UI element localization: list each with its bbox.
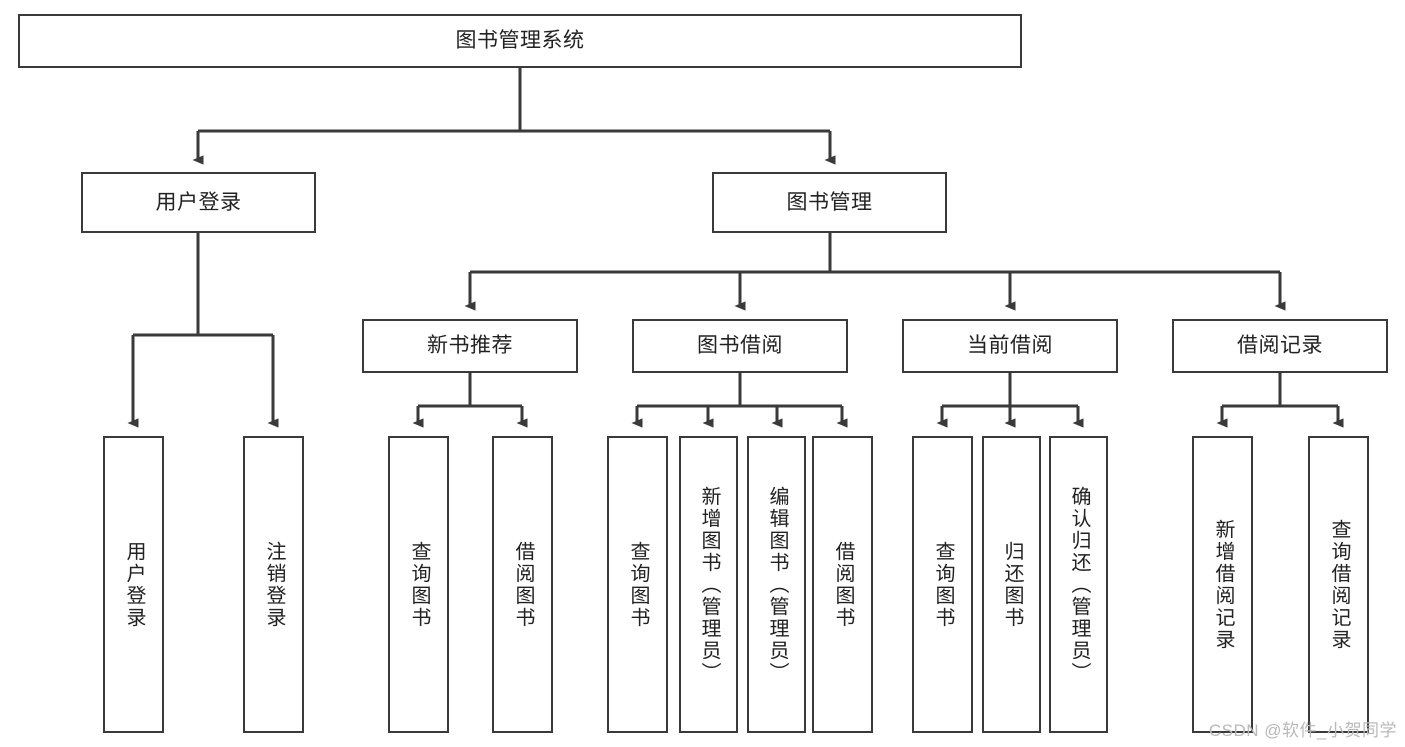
leaf-book-borrow-add[interactable]: 新增图书（管理员） — [679, 436, 738, 733]
leaf-user-login-signin[interactable]: 用户登录 — [103, 436, 164, 733]
leaf-user-login-signout[interactable]: 注销登录 — [243, 436, 304, 733]
leaf-label: 新增借阅记录 — [1212, 518, 1234, 651]
leaf-label: 借阅图书 — [512, 540, 534, 629]
leaf-current-borrow-confirm[interactable]: 确认归还（管理员） — [1049, 436, 1108, 733]
node-user-login[interactable]: 用户登录 — [81, 172, 316, 233]
leaf-book-borrow-query[interactable]: 查询图书 — [607, 436, 668, 733]
node-user-login-label: 用户登录 — [155, 190, 242, 214]
leaf-label: 编辑图书（管理员） — [766, 485, 788, 684]
node-new-book-recommend-label: 新书推荐 — [427, 334, 513, 358]
watermark-text: CSDN @软件_小贺同学 — [1208, 721, 1397, 740]
leaf-label: 查询借阅记录 — [1328, 518, 1350, 651]
leaf-label: 查询图书 — [627, 540, 649, 629]
leaf-label: 借阅图书 — [832, 540, 854, 629]
node-book-borrow[interactable]: 图书借阅 — [632, 319, 848, 373]
node-new-book-recommend[interactable]: 新书推荐 — [362, 319, 578, 373]
leaf-new-book-borrow[interactable]: 借阅图书 — [492, 436, 553, 733]
leaf-label: 归还图书 — [1001, 540, 1023, 629]
node-book-borrow-label: 图书借阅 — [697, 334, 783, 358]
node-root-label: 图书管理系统 — [455, 29, 585, 53]
leaf-label: 用户登录 — [123, 540, 145, 629]
node-borrow-record-label: 借阅记录 — [1237, 334, 1323, 358]
node-book-manage[interactable]: 图书管理 — [712, 172, 947, 233]
leaf-book-borrow-edit[interactable]: 编辑图书（管理员） — [747, 436, 806, 733]
leaf-label: 查询图书 — [932, 540, 954, 629]
leaf-label: 确认归还（管理员） — [1068, 485, 1090, 684]
leaf-borrow-record-add[interactable]: 新增借阅记录 — [1192, 436, 1253, 733]
leaf-label: 注销登录 — [263, 540, 285, 629]
leaf-label: 新增图书（管理员） — [698, 485, 720, 684]
leaf-borrow-record-query[interactable]: 查询借阅记录 — [1308, 436, 1369, 733]
leaf-new-book-query[interactable]: 查询图书 — [388, 436, 449, 733]
node-book-manage-label: 图书管理 — [786, 190, 873, 214]
node-borrow-record[interactable]: 借阅记录 — [1172, 319, 1388, 373]
leaf-current-borrow-query[interactable]: 查询图书 — [912, 436, 973, 733]
node-root-system[interactable]: 图书管理系统 — [18, 14, 1022, 68]
node-current-borrow[interactable]: 当前借阅 — [902, 319, 1118, 373]
leaf-book-borrow-lend[interactable]: 借阅图书 — [812, 436, 873, 733]
node-current-borrow-label: 当前借阅 — [967, 334, 1053, 358]
leaf-label: 查询图书 — [408, 540, 430, 629]
leaf-current-borrow-return[interactable]: 归还图书 — [982, 436, 1041, 733]
